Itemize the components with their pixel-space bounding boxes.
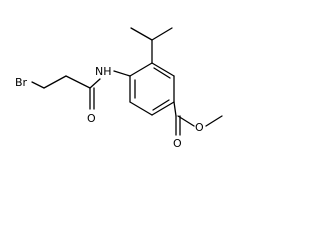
bond-nh-carbonyl xyxy=(89,78,101,89)
isopropyl-bond-methyl-right xyxy=(151,27,173,41)
ring-bond-c1-c2 xyxy=(151,62,175,77)
ring-bond-c4-c5 xyxy=(129,101,153,116)
atom-label-ester-carbonyl-oxygen: O xyxy=(173,137,182,150)
benzene-ring xyxy=(129,62,175,116)
ring-bond-c6-c1 xyxy=(129,62,153,77)
ring-inner-double-bond-1 xyxy=(153,67,171,79)
isopropyl-bond-methyl-left xyxy=(130,27,153,41)
bond-carbonyl-ch2 xyxy=(65,75,91,89)
bond-ester-carbon-oxygen xyxy=(177,115,195,127)
ring-bond-c3-c4 xyxy=(151,101,175,116)
atom-label-bromine: Br xyxy=(15,76,28,89)
methyl-ester-group xyxy=(173,101,223,136)
bond-ch2-br xyxy=(31,81,45,89)
ring-inner-double-bond-2 xyxy=(152,99,170,111)
chemical-structure-diagram: Br NH O O O xyxy=(15,27,223,150)
isopropyl-group xyxy=(130,27,173,64)
bond-ch2-ch2 xyxy=(43,75,67,89)
atom-label-nh: NH xyxy=(95,65,112,78)
bond-oxygen-methyl xyxy=(205,115,223,127)
amide-side-chain xyxy=(31,70,131,110)
bond-ring-ester-carbon xyxy=(173,101,177,117)
atom-label-ester-ether-oxygen: O xyxy=(195,121,204,134)
bond-ring-nh xyxy=(113,70,131,77)
atom-label-amide-oxygen: O xyxy=(87,112,96,125)
